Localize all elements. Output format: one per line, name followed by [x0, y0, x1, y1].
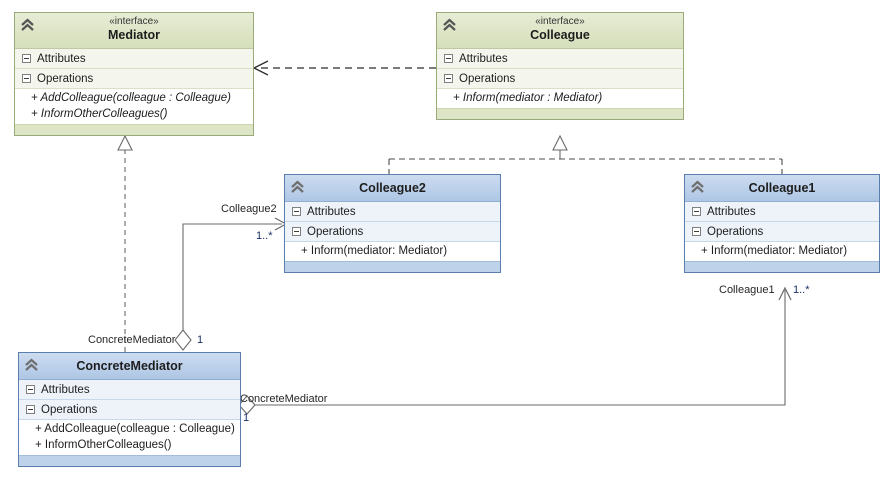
chevron-up-double-icon[interactable] — [24, 357, 39, 373]
class-header-colleague2: Colleague2 — [285, 175, 500, 202]
chevron-up-double-icon[interactable] — [442, 17, 457, 33]
class-header-colleague1: Colleague1 — [685, 175, 879, 202]
edge-multiplicity-colleague2: 1..* — [256, 230, 273, 242]
section-label: Operations — [307, 225, 364, 238]
section-attributes-concretemediator[interactable]: Attributes — [19, 380, 240, 400]
member-item: + Inform(mediator : Mediator) — [453, 92, 603, 104]
section-operations-colleague[interactable]: Operations — [437, 69, 683, 89]
class-footer-colleague2 — [285, 261, 500, 272]
class-box-mediator[interactable]: «interface» Mediator Attributes Operatio… — [14, 12, 254, 136]
class-footer-colleague1 — [685, 261, 879, 272]
member-item: + AddColleague(colleague : Colleague) — [35, 423, 235, 435]
section-label: Attributes — [37, 52, 86, 65]
class-name-concretemediator: ConcreteMediator — [76, 359, 183, 373]
class-footer-concretemediator — [19, 455, 240, 466]
section-label: Operations — [37, 72, 94, 85]
edge-realization-concretemediator-mediator[interactable] — [117, 134, 133, 352]
edge-multiplicity-colleague1: 1..* — [793, 284, 810, 296]
edge-realization-colleagues-colleague[interactable] — [388, 134, 783, 174]
collapse-expander-icon[interactable] — [22, 74, 31, 83]
edge-multiplicity-concretemediator-left: 1 — [197, 334, 204, 346]
class-box-colleague2[interactable]: Colleague2 Attributes Operations + Infor… — [284, 174, 501, 273]
members-operations-colleague1: + Inform(mediator: Mediator) — [685, 242, 879, 261]
collapse-expander-icon[interactable] — [22, 54, 31, 63]
class-name-colleague2: Colleague2 — [359, 181, 426, 195]
collapse-expander-icon[interactable] — [692, 227, 701, 236]
class-name-colleague1: Colleague1 — [748, 181, 816, 195]
class-box-colleague[interactable]: «interface» Colleague Attributes Operati… — [436, 12, 684, 120]
section-attributes-mediator[interactable]: Attributes — [15, 49, 253, 69]
class-stereotype-mediator: «interface» — [109, 16, 159, 27]
section-attributes-colleague1[interactable]: Attributes — [685, 202, 879, 222]
section-label: Operations — [459, 72, 516, 85]
collapse-expander-icon[interactable] — [292, 227, 301, 236]
collapse-expander-icon[interactable] — [26, 385, 35, 394]
members-operations-colleague2: + Inform(mediator: Mediator) — [285, 242, 500, 261]
edge-label-concretemediator-role-right: ConcreteMediator — [240, 393, 328, 405]
collapse-expander-icon[interactable] — [292, 207, 301, 216]
class-name-colleague: Colleague — [530, 28, 590, 42]
chevron-up-double-icon[interactable] — [290, 179, 305, 195]
section-operations-colleague2[interactable]: Operations — [285, 222, 500, 242]
class-box-concretemediator[interactable]: ConcreteMediator Attributes Operations +… — [18, 352, 241, 467]
section-label: Operations — [41, 403, 98, 416]
members-operations-mediator: + AddColleague(colleague : Colleague) + … — [15, 89, 253, 124]
section-attributes-colleague2[interactable]: Attributes — [285, 202, 500, 222]
member-item: + Inform(mediator: Mediator) — [701, 245, 848, 257]
class-name-mediator: Mediator — [107, 28, 161, 42]
edge-label-colleague1-role: Colleague1 — [719, 284, 775, 296]
member-item: + InformOtherColleagues() — [31, 108, 168, 120]
section-operations-mediator[interactable]: Operations — [15, 69, 253, 89]
collapse-expander-icon[interactable] — [444, 74, 453, 83]
section-label: Attributes — [307, 205, 356, 218]
member-item: + AddColleague(colleague : Colleague) — [31, 92, 232, 104]
collapse-expander-icon[interactable] — [692, 207, 701, 216]
section-label: Attributes — [707, 205, 756, 218]
section-label: Operations — [707, 225, 764, 238]
class-header-colleague: «interface» Colleague — [437, 13, 683, 49]
edge-dependency-colleague-mediator[interactable] — [252, 60, 436, 76]
chevron-up-double-icon[interactable] — [20, 17, 35, 33]
members-operations-concretemediator: + AddColleague(colleague : Colleague) + … — [19, 420, 240, 455]
section-attributes-colleague[interactable]: Attributes — [437, 49, 683, 69]
section-operations-colleague1[interactable]: Operations — [685, 222, 879, 242]
class-footer-mediator — [15, 124, 253, 135]
members-operations-colleague: + Inform(mediator : Mediator) — [437, 89, 683, 108]
class-stereotype-colleague: «interface» — [535, 16, 585, 27]
edge-multiplicity-concretemediator-right: 1 — [243, 412, 250, 424]
section-label: Attributes — [459, 52, 508, 65]
collapse-expander-icon[interactable] — [26, 405, 35, 414]
class-box-colleague1[interactable]: Colleague1 Attributes Operations + Infor… — [684, 174, 880, 273]
collapse-expander-icon[interactable] — [444, 54, 453, 63]
section-operations-concretemediator[interactable]: Operations — [19, 400, 240, 420]
class-header-mediator: «interface» Mediator — [15, 13, 253, 49]
edge-label-concretemediator-role-left: ConcreteMediator — [88, 334, 176, 346]
member-item: + InformOtherColleagues() — [35, 439, 172, 451]
class-footer-colleague — [437, 108, 683, 119]
section-label: Attributes — [41, 383, 90, 396]
chevron-up-double-icon[interactable] — [690, 179, 705, 195]
member-item: + Inform(mediator: Mediator) — [301, 245, 448, 257]
edge-label-colleague2-role: Colleague2 — [221, 203, 277, 215]
class-header-concretemediator: ConcreteMediator — [19, 353, 240, 380]
